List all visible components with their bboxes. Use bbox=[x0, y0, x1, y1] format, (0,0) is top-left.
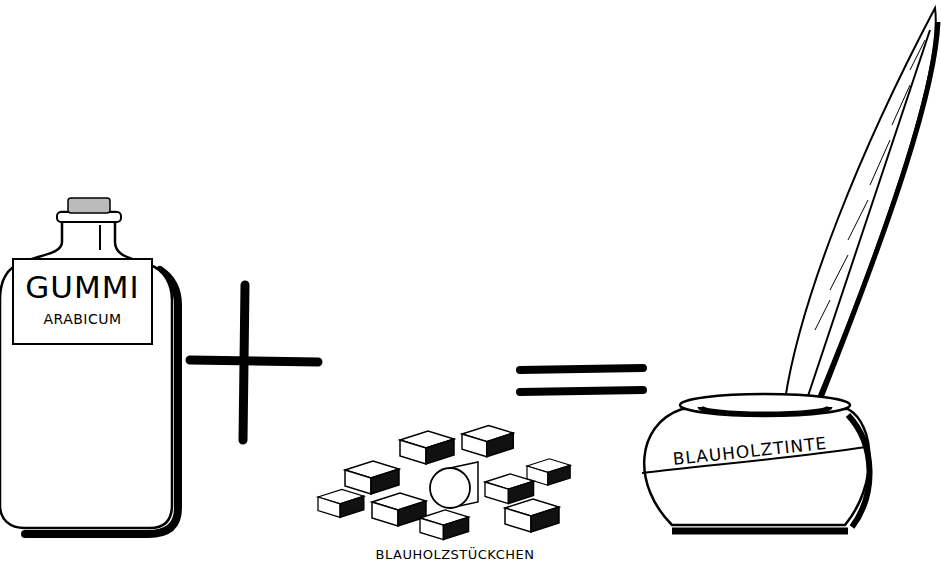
plus-symbol bbox=[190, 285, 318, 440]
label-subheading: ARABICUM bbox=[14, 312, 151, 326]
caption-label: BLAUHOLZSTÜCKCHEN bbox=[330, 548, 580, 561]
wood-pieces bbox=[318, 425, 570, 539]
pot-outline bbox=[630, 385, 870, 545]
pot-line bbox=[644, 409, 869, 525]
label-heading: GUMMI bbox=[14, 272, 151, 303]
pot-line bbox=[700, 407, 830, 414]
quill bbox=[785, 8, 938, 420]
equals-symbol bbox=[520, 368, 643, 392]
bottle bbox=[0, 198, 178, 534]
pot-line bbox=[848, 415, 870, 527]
ink-pot: BLAUHOLZTINTE bbox=[630, 385, 870, 535]
pot-line bbox=[672, 528, 848, 535]
bottle-label: GUMMI ARABICUM bbox=[12, 258, 153, 345]
pot-line bbox=[680, 394, 850, 416]
